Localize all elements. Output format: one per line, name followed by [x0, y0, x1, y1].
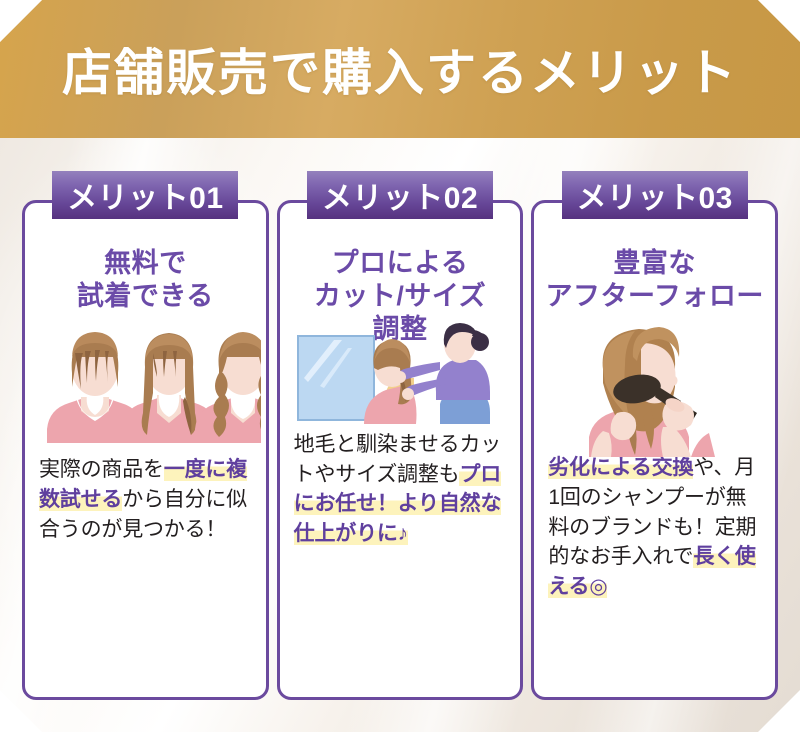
woman-brushing-hair-illustration — [534, 313, 775, 457]
merit-title-03-line-1: 豊富な — [613, 248, 696, 278]
merit-title-02-line-1: プロによる — [331, 248, 469, 278]
merit-title-01-line-1: 無料で — [104, 248, 187, 278]
page-title: 店舗販売で購入するメリット — [62, 43, 738, 102]
merit-body-03-seg-1: 劣化による交換 — [548, 455, 694, 479]
merit-title-02-line-3: 調整 — [372, 313, 428, 344]
merit-title-01: 無料で 試着できる — [77, 247, 214, 313]
three-women-hairstyles-illustration — [25, 317, 266, 449]
merit-body-01-seg-2: 一度 — [163, 457, 206, 481]
merit-badge-03: メリット03 — [561, 171, 748, 219]
merit-cards-row: メリット01 無料で 試着できる — [22, 171, 779, 700]
merit-card-03[interactable]: メリット03 豊富な アフターフォロー — [531, 171, 779, 700]
merit-title-01-line-2: 試着できる — [76, 280, 214, 311]
merit-body-02: 地毛と馴染ませるカットやサイズ調整もプロにお任せ！より自然な仕上がりに♪ — [280, 430, 521, 559]
merit-body-01-seg-4: から自分に似合うのが見つかる！ — [39, 487, 248, 541]
merit-badge-01: メリット01 — [52, 171, 239, 219]
merit-card-02[interactable]: メリット02 プロによる カット/サイズ 調整 — [276, 171, 524, 700]
merit-body-03: 劣化による交換や、月1回のシャンプーが無料のブランドも！定期的なお手入れで長く使… — [534, 453, 775, 612]
merit-badge-02: メリット02 — [307, 171, 493, 219]
stylist-cutting-client-hair-mirror-illustration — [280, 320, 521, 424]
merit-body-01: 実際の商品を一度に複数試せるから自分に似合うのが見つかる！ — [25, 455, 266, 554]
merit-card-01[interactable]: メリット01 無料で 試着できる — [22, 171, 269, 700]
merit-title-02-line-2: カット/サイズ — [313, 280, 487, 311]
header-banner: 店舗販売で購入するメリット — [0, 0, 800, 138]
merit-body-01-seg-1: 実際の商品を — [39, 457, 164, 481]
merit-title-03-line-2: アフターフォロー — [545, 280, 764, 311]
merit-title-03: 豊富な アフターフォロー — [545, 247, 763, 313]
merit-body-02-seg-1: 地毛と馴染ませるカットやサイズ調整も — [293, 432, 502, 486]
merit-body-03-seg-2: や、月1回のシャンプーが無料のブランドも！定期的なお手入れで — [548, 455, 757, 569]
merit-title-02: プロによる カット/サイズ 調整 — [314, 247, 486, 346]
